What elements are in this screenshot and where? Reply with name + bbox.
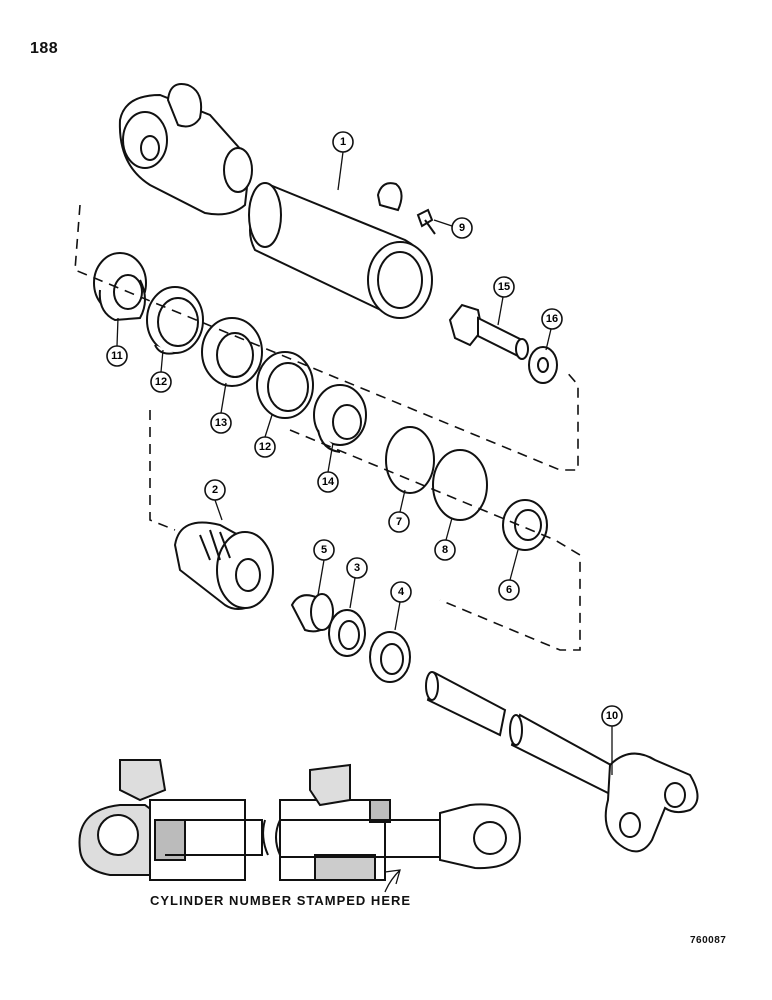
- part-11-bushing: [93, 252, 147, 322]
- callout-label: 6: [506, 584, 512, 596]
- tube-base-end: [118, 83, 253, 216]
- part-15-bolt: [448, 303, 529, 360]
- callout-label: 5: [321, 544, 327, 556]
- callout-label: 3: [354, 562, 360, 574]
- callout-5: 5: [313, 539, 335, 561]
- part-1-cylinder-tube: [248, 182, 433, 319]
- part-3-ring: [328, 609, 366, 657]
- part-14-bushing: [313, 384, 367, 453]
- figure-code: 760087: [690, 935, 727, 946]
- part-16-washer: [528, 346, 558, 384]
- callout-1: 1: [332, 131, 354, 153]
- callout-label: 10: [606, 710, 618, 722]
- callout-label: 8: [442, 544, 448, 556]
- part-2-piston: [173, 521, 274, 610]
- callout-10: 10: [601, 705, 623, 727]
- part-13-wear-ring: [201, 317, 263, 387]
- part-8-backup-ring: [432, 449, 488, 521]
- callout-label: 9: [459, 222, 465, 234]
- part-10-rod: [425, 671, 699, 853]
- callout-2: 2: [204, 479, 226, 501]
- part-5-bushing: [290, 593, 334, 633]
- part-7-o-ring: [385, 426, 435, 494]
- callout-15: 15: [493, 276, 515, 298]
- callout-label: 2: [212, 484, 218, 496]
- page-number: 188: [30, 40, 59, 57]
- part-12-seal-upper: [146, 286, 204, 355]
- callout-label: 16: [546, 313, 558, 325]
- callout-label: 14: [322, 476, 335, 488]
- callout-14: 14: [317, 471, 339, 493]
- callout-8: 8: [434, 539, 456, 561]
- callout-label: 15: [498, 281, 510, 293]
- callout-leaders: [116, 151, 613, 893]
- callout-16: 16: [541, 308, 563, 330]
- callout-9: 9: [451, 217, 473, 239]
- callout-label: 12: [155, 376, 167, 388]
- part-12-seal-lower: [256, 351, 314, 419]
- callout-6: 6: [498, 579, 520, 601]
- cylinder-cross-section: [78, 759, 522, 881]
- callout-3: 3: [346, 557, 368, 579]
- callout-label: 4: [398, 586, 405, 598]
- callout-7: 7: [388, 511, 410, 533]
- callout-label: 1: [340, 136, 346, 148]
- callout-label: 12: [259, 441, 271, 453]
- callout-13: 13: [210, 412, 232, 434]
- stamp-location-caption: CYLINDER NUMBER STAMPED HERE: [150, 893, 412, 908]
- seal-kit-group-outline: [74, 204, 581, 651]
- callout-12-upper: 12: [150, 371, 172, 393]
- callout-4: 4: [390, 581, 412, 603]
- callout-12-lower: 12: [254, 436, 276, 458]
- callout-label: 7: [396, 516, 402, 528]
- callout-label: 11: [111, 350, 123, 362]
- callout-11: 11: [106, 345, 128, 367]
- part-4-ring: [369, 631, 411, 683]
- callout-label: 13: [215, 417, 227, 429]
- part-6-wiper-seal: [502, 499, 548, 551]
- part-9-screw: [416, 208, 436, 235]
